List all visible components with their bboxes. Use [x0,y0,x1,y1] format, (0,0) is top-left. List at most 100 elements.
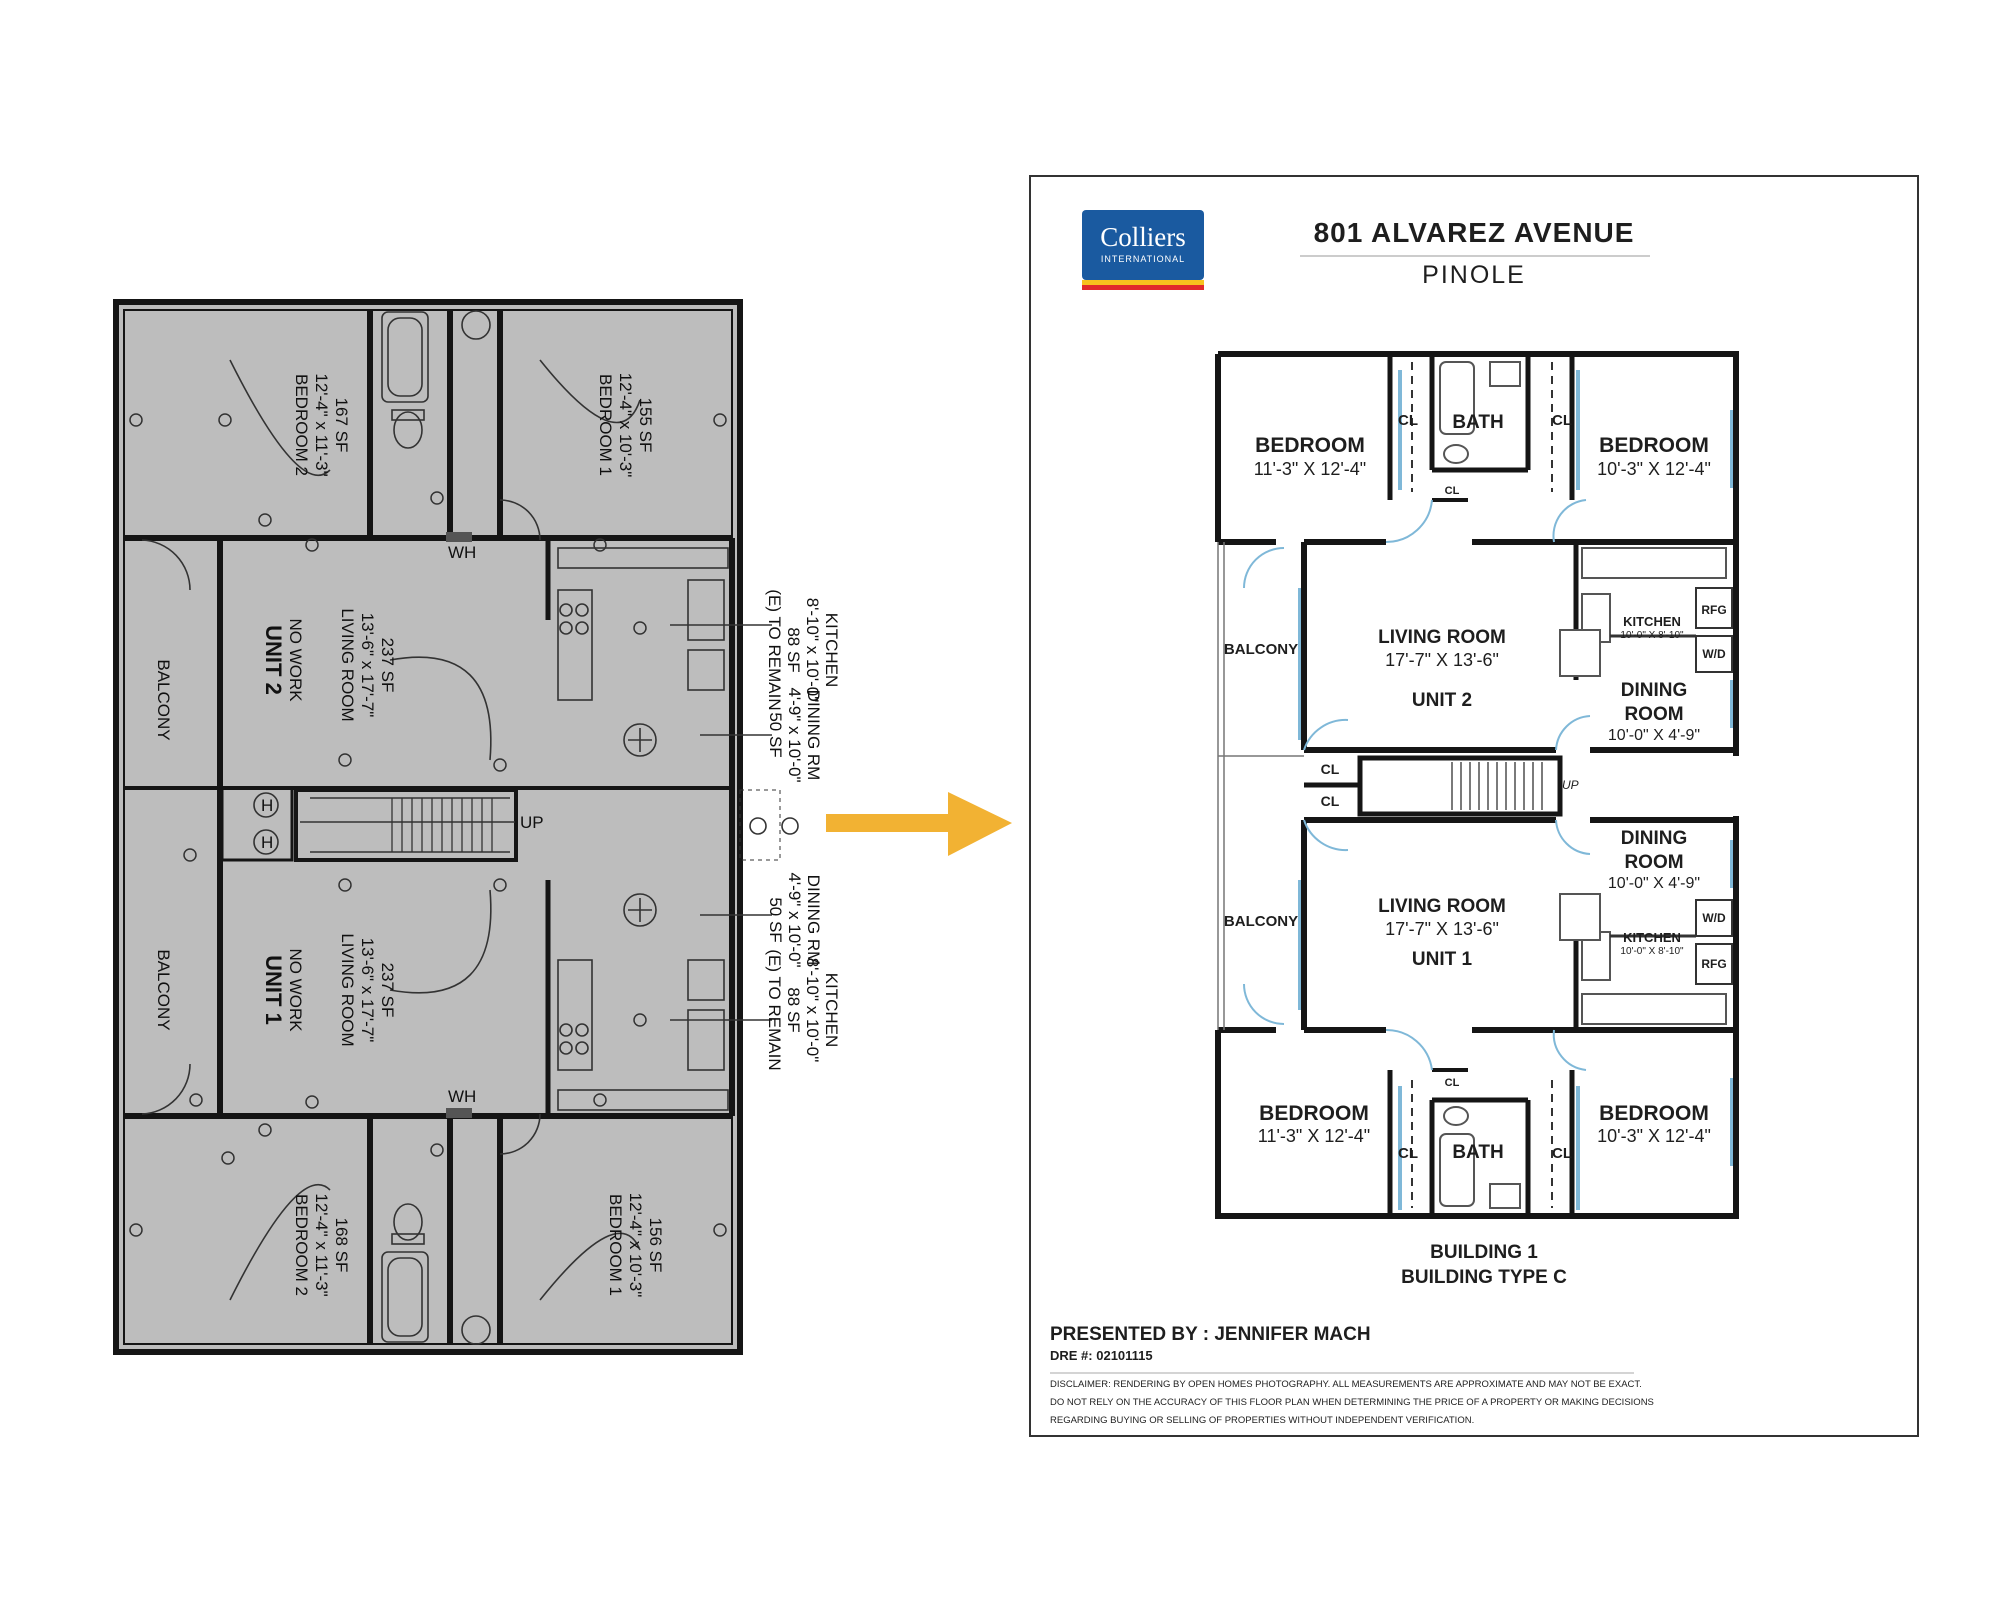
disclaimer-line-1: DISCLAIMER: RENDERING BY OPEN HOMES PHOT… [1050,1379,1642,1390]
cad-drawing: UP H H [113,299,841,1355]
ceiling-fan-icon [623,723,657,757]
bathtub-icon [1439,361,1475,435]
disclaimer-line-3: REGARDING BUYING OR SELLING OF PROPERTIE… [1050,1415,1474,1426]
outlet-icon [183,848,197,862]
stove-icon [559,603,573,617]
cad-u1-dining-name: DINING RM [804,875,823,966]
cad-u2-bedroom1-area: 155 SF [636,398,655,453]
ceiling-fan-icon [623,893,657,927]
door-swing-icon [1552,499,1587,543]
cad-u2-living-dims: 13'-6" x 17'-7" [358,613,377,718]
cad-u2-dining-name: DINING RM [804,690,823,781]
refrigerator [1695,943,1733,985]
rendered-floorplan [1215,351,1739,1219]
card-u1-dining-name1: DINING [1621,828,1688,849]
door-swing-icon [1555,715,1591,751]
cad-u2-kitchen-dims: 8'-10" x 10'-0" [803,598,822,703]
water-heater-icon [446,532,472,542]
outlet-icon [430,1143,444,1157]
door-swing-icon [141,539,191,591]
bathtub-icon [381,311,429,403]
water-heater-icon [253,792,279,818]
cad-u1-balcony: BALCONY [154,949,173,1030]
card-u1-bed-left-name: BEDROOM [1259,1102,1369,1125]
colliers-logo: Colliers INTERNATIONAL [1082,210,1204,290]
cad-u2-bedroom1-name: BEDROOM 1 [596,374,615,476]
outlet-icon [338,753,352,767]
card-u2-dining-name1: DINING [1621,680,1688,701]
card-u2-rfg: RFG [1701,603,1726,617]
door-swing-icon [1303,819,1349,852]
disclaimer-line-2: DO NOT RELY ON THE ACCURACY OF THIS FLOO… [1050,1397,1654,1408]
outlet-icon [129,1223,143,1237]
outlet-icon [218,413,232,427]
water-heater-icon [446,1108,472,1118]
card-u1-cl-left: CL [1398,1145,1418,1162]
cad-u2-living-name: LIVING ROOM [338,608,357,721]
outlet-icon [493,878,507,892]
card-u2-dining-dims: 10'-0" X 4'-9" [1608,727,1700,744]
toilet-icon [1443,1106,1469,1126]
card-u2-kitchen-dims: 10'-0" X 8'-10" [1620,630,1684,641]
cad-u2-balcony: BALCONY [154,659,173,740]
card-u2-bath: BATH [1452,412,1503,433]
card-u1-living-dims: 17'-7" X 13'-6" [1385,919,1499,939]
card-u2-bed-right-name: BEDROOM [1599,434,1709,457]
cad-u1-living-dims: 13'-6" x 17'-7" [358,938,377,1043]
light-fixture-icon [749,817,767,835]
card-u2-wd: W/D [1702,647,1726,661]
stair-icon [1451,762,1543,810]
card-u1-dining-name2: ROOM [1624,852,1683,873]
island [1559,629,1601,677]
card-u2-cl-right: CL [1552,412,1572,429]
card-u1-dining-dims: 10'-0" X 4'-9" [1608,875,1700,892]
cad-floor-fill [114,300,742,1354]
outlet-icon [633,1013,647,1027]
card-u1-unit: UNIT 1 [1412,949,1473,970]
cad-u2-bedroom2-area: 167 SF [332,398,351,453]
outlet-icon [258,513,272,527]
cad-u1-living-name: LIVING ROOM [338,933,357,1046]
cad-u2-kitchen-name: KITCHEN [822,613,841,688]
door-swing-icon [1385,499,1433,544]
cad-wh-top: WH [448,543,476,562]
door-swing-icon [1385,1028,1433,1071]
outlet-icon [305,1095,319,1109]
cad-u2-kitchen-area: 88 SF [784,627,803,672]
sink-icon [461,310,491,340]
cad-u1-bedroom2-area: 168 SF [332,1218,351,1273]
city-subtitle: PINOLE [1422,261,1526,289]
card-u2-bed-left-name: BEDROOM [1255,434,1365,457]
door-swing-icon [1552,1029,1587,1071]
outlet-icon [129,413,143,427]
sink-icon [1489,361,1521,387]
door-swing-icon [141,1063,191,1115]
outlet-icon [493,758,507,772]
card-u2-living-name: LIVING ROOM [1378,627,1506,648]
address-title: 801 ALVAREZ AVENUE [1314,217,1635,248]
cad-u1-kitchen-note: (E) TO REMAIN [765,949,784,1070]
cad-stair-up: UP [520,813,544,832]
washer-dryer [1695,635,1733,673]
cad-u1-kitchen-name: KITCHEN [822,973,841,1048]
dre-number: DRE #: 02101115 [1050,1348,1153,1363]
card-stair-cl-top: CL [1321,761,1340,777]
cad-u1-dining-dims: 4'-9" x 10'-0" [785,872,804,967]
card-u2-balcony: BALCONY [1224,641,1298,658]
card-u1-bath: BATH [1452,1142,1503,1163]
door-swing-icon [499,1113,541,1155]
cad-u1-dining-area: 50 SF [766,897,785,942]
stove-icon [559,1023,573,1037]
card-u2-kitchen-name: KITCHEN [1623,614,1681,629]
refrigerator [687,579,725,641]
cad-u1-kitchen-dims: 8'-10" x 10'-0" [803,958,822,1063]
logo-text: Colliers [1100,222,1186,252]
sink-icon [461,1315,491,1345]
card-stair-up: UP [1562,778,1579,792]
cad-u1-bedroom2-dims: 12'-4" x 11'-3" [312,1193,331,1296]
stair-icon [310,797,510,853]
cad-u2-living-area: 237 SF [378,638,397,693]
marketing-card: Colliers INTERNATIONAL 801 ALVAREZ AVENU… [1029,175,1919,1437]
counter [557,589,593,701]
